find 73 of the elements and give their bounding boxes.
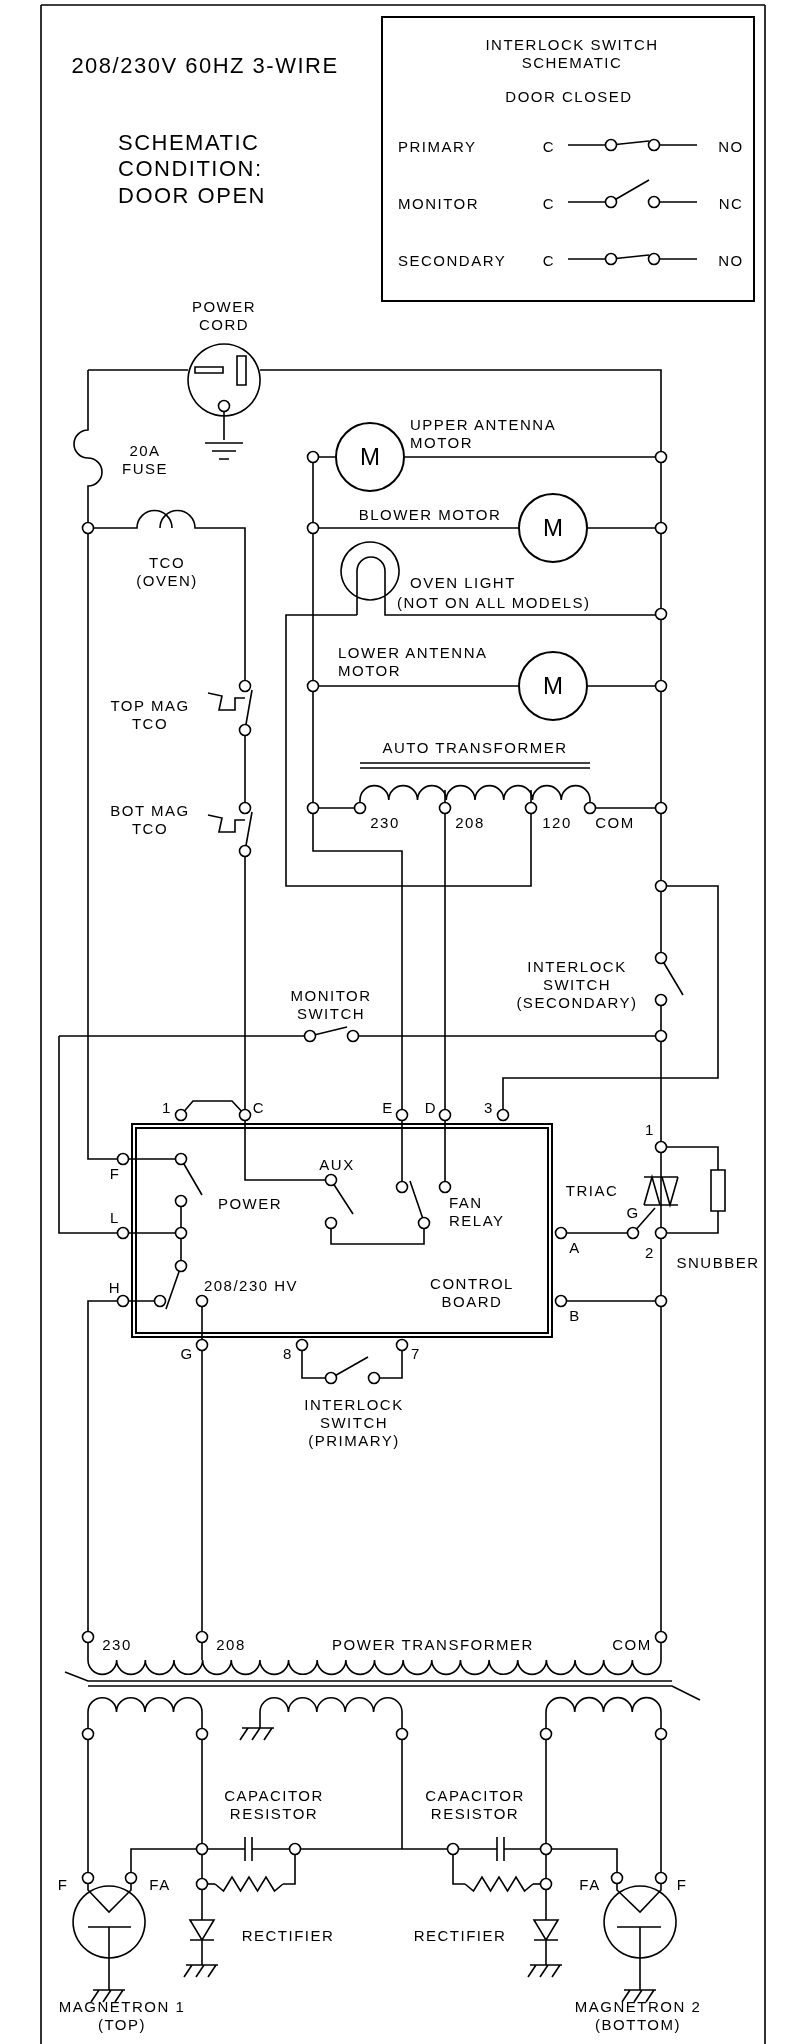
tap-label: COM	[595, 814, 635, 832]
component-label: AUTO TRANSFORMER	[381, 739, 569, 757]
terminal-label: FA	[578, 1876, 602, 1894]
component-label: MONITOR SWITCH	[289, 987, 373, 1023]
component-label: BOT MAG TCO	[109, 802, 191, 838]
terminal-label: L	[109, 1209, 121, 1227]
terminal-label: 7	[410, 1345, 422, 1363]
terminal-label: G	[626, 1204, 640, 1222]
motor-symbol-label: M	[543, 674, 563, 698]
tap-label: 208	[454, 814, 486, 832]
row-label: MONITOR	[398, 195, 481, 213]
component-label: UPPER ANTENNA MOTOR	[410, 416, 557, 452]
control-board-box	[131, 1123, 553, 1338]
component-label: TRIAC	[564, 1182, 620, 1200]
component-label: TOP MAG TCO	[109, 697, 191, 733]
tap-label: 230	[101, 1636, 133, 1654]
component-label: MAGNETRON 2 (BOTTOM)	[573, 1998, 703, 2034]
terminal-label: 1	[644, 1121, 656, 1139]
legend-panel	[381, 16, 755, 302]
tap-label: 230	[369, 814, 401, 832]
terminal-label: B	[568, 1307, 582, 1325]
block-label: POWER	[216, 1195, 284, 1213]
component-label: CAPACITOR RESISTOR	[424, 1787, 526, 1823]
component-label: MAGNETRON 1 (TOP)	[57, 1998, 187, 2034]
row-label: PRIMARY	[398, 138, 478, 156]
terminal-label: D	[424, 1099, 438, 1117]
component-label: BLOWER MOTOR	[357, 506, 503, 524]
motor-symbol-label: M	[543, 516, 563, 540]
component-label: OVEN LIGHT	[410, 574, 517, 592]
component-label: INTERLOCK SWITCH (SECONDARY)	[515, 958, 639, 1012]
contact-label: NC	[717, 195, 745, 213]
contact-label: NO	[717, 252, 745, 270]
terminal-label: F	[675, 1876, 689, 1894]
contact-label: C	[542, 252, 556, 270]
terminal-label: 2	[644, 1244, 656, 1262]
terminal-label: F	[56, 1876, 70, 1894]
contact-label: NO	[717, 138, 745, 156]
component-label: CAPACITOR RESISTOR	[223, 1787, 325, 1823]
terminal-label: G	[180, 1345, 194, 1363]
component-label: 20A FUSE	[121, 442, 169, 478]
tap-label: 120	[541, 814, 573, 832]
terminal-label: A	[568, 1239, 582, 1257]
terminal-label: FA	[148, 1876, 172, 1894]
component-label: POWER TRANSFORMER	[331, 1636, 535, 1654]
block-label: CONTROL BOARD	[429, 1275, 515, 1311]
component-label: RECTIFIER	[412, 1927, 508, 1945]
terminal-label: C	[252, 1099, 266, 1117]
terminal-label: H	[108, 1279, 122, 1297]
component-note: (NOT ON ALL MODELS)	[397, 594, 592, 612]
block-label: FAN RELAY	[449, 1194, 506, 1230]
component-label: POWER CORD	[190, 298, 258, 334]
contact-label: C	[542, 138, 556, 156]
block-label: 208/230 HV	[203, 1277, 299, 1295]
component-label: RECTIFIER	[240, 1927, 336, 1945]
tap-label: 208	[215, 1636, 247, 1654]
motor-symbol-label: M	[360, 445, 380, 469]
terminal-label: 3	[483, 1099, 495, 1117]
box-title: INTERLOCK SWITCH SCHEMATIC	[484, 36, 660, 72]
component-label: SNUBBER	[675, 1254, 761, 1272]
terminal-label: 1	[161, 1099, 173, 1117]
box-subtitle: DOOR CLOSED	[504, 88, 634, 106]
tap-label: COM	[612, 1636, 652, 1654]
component-label: INTERLOCK SWITCH (PRIMARY)	[303, 1396, 405, 1450]
component-label: TCO (OVEN)	[135, 554, 199, 590]
terminal-label: E	[381, 1099, 395, 1117]
voltage-note: 208/230V 60HZ 3-WIRE	[70, 52, 340, 80]
component-label: LOWER ANTENNA MOTOR	[338, 644, 488, 680]
condition-note: SCHEMATIC CONDITION: DOOR OPEN	[118, 130, 267, 210]
contact-label: C	[542, 195, 556, 213]
terminal-label: F	[108, 1165, 122, 1183]
row-label: SECONDARY	[398, 252, 508, 270]
terminal-label: 8	[282, 1345, 294, 1363]
block-label: AUX	[318, 1156, 356, 1174]
